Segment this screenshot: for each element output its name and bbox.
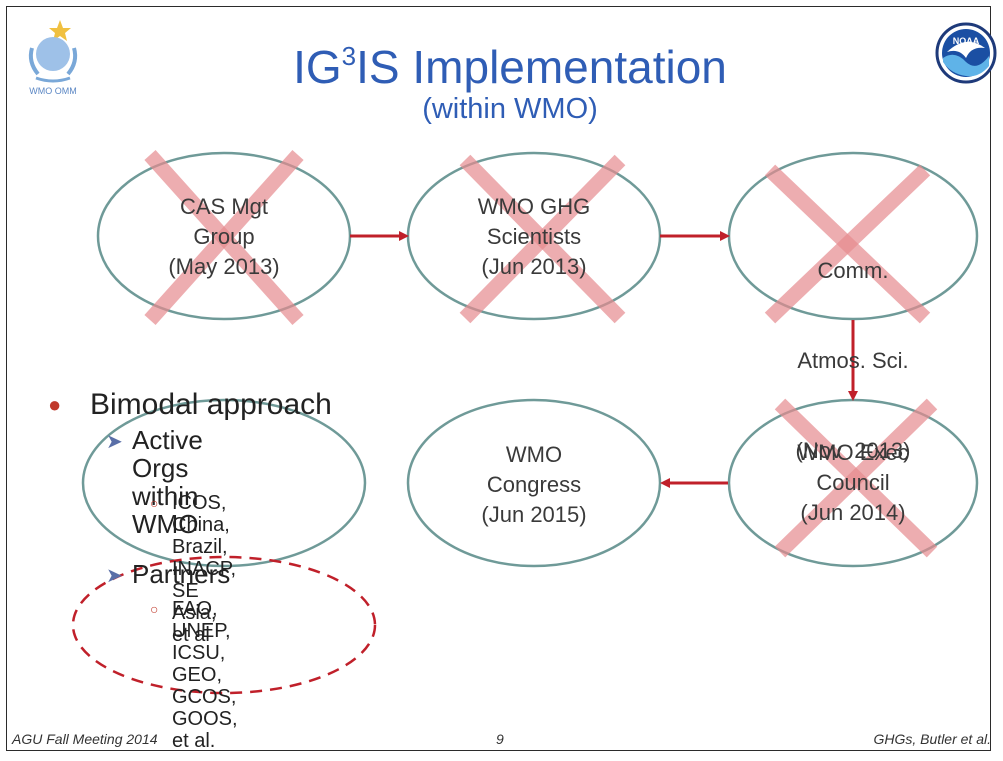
noaa-emblem-icon: NOAA [935,22,997,84]
partners-label: Partners [132,559,231,589]
footer-right: GHGs, Butler et al. [873,731,991,747]
circle-bullet-icon: ○ [150,495,159,511]
node-ghg-line-2: Scientists [486,224,582,249]
page-title: IG3IS Implementation [200,30,820,93]
footer-page-number: 9 [496,731,504,747]
node-congress-line-3: (Jun 2015) [481,502,587,527]
node-congress-line-2: Congress [486,472,582,497]
node-cas-label: CAS Mgt Group (May 2013) [124,192,324,282]
page-subtitle: (within WMO) [422,93,598,125]
active-orgs-item-3: SE Asia, et al [172,580,217,646]
cross-cas [144,149,304,326]
wmo-logo-text: WMO OMM [29,86,77,96]
partners-item-3: GCOS, GOOS, [172,686,238,730]
active-orgs-item-1: ICOS, China, [172,492,230,536]
node-exec-line-2: Council [816,470,890,495]
cross-exec [774,398,938,558]
active-orgs-item-2: Brazil, INACP, [172,536,237,580]
wmo-emblem-icon: WMO OMM [28,20,78,96]
circle-bullet-icon: ○ [150,601,159,617]
active-orgs-line-1: Active Orgs [132,425,203,483]
arrow-bullet-icon: ➤ [106,431,123,453]
noaa-logo: NOAA [935,22,997,84]
node-cas-line-3: (May 2013) [168,254,280,279]
partners-item-1: FAO, UNEP, [172,598,231,642]
node-congress-line-1: WMO [505,442,563,467]
title-part-a: IG [293,41,342,93]
wmo-logo: WMO OMM [18,18,88,98]
node-exec-label: WMO Exec Council (Jun 2014) [753,438,953,528]
cross-comm [764,164,931,324]
node-comm-line-3: (Nov 2013) [795,438,911,463]
node-congress-label: WMO Congress (Jun 2015) [434,440,634,530]
node-cas-line-2: Group [193,224,255,249]
node-exec-line-3: (Jun 2014) [800,500,906,525]
node-exec-line-1: WMO Exec [797,440,909,465]
active-orgs-line-2: within WMO [132,481,199,539]
partners-item-2: ICSU, GEO, [172,642,226,686]
node-ghg-line-1: WMO GHG [477,194,591,219]
node-comm-line-2: Atmos. Sci. [797,348,909,373]
footer-left: AGU Fall Meeting 2014 [12,731,158,747]
noaa-logo-text: NOAA [953,36,980,46]
partners-item-4: et al. [172,730,216,752]
active-orgs-ellipse [81,398,367,568]
bullet-active-orgs: ➤ Active Orgs within WMO [106,425,203,539]
bullet-main-text: Bimodal approach [90,388,332,421]
node-comm-label: Comm. Atmos. Sci. (Nov 2013) [753,196,953,526]
slide-border [6,6,991,751]
arrow-bullet-icon: ➤ [106,565,123,587]
bullet-dot-icon: ● [48,392,62,417]
active-orgs-list: ○ ICOS, China, Brazil, INACP, SE Asia, e… [150,492,237,646]
bullet-partners: ➤ Partners [106,559,231,589]
node-ghg-label: WMO GHG Scientists (Jun 2013) [434,192,634,282]
cross-ghg [459,154,626,324]
node-comm-line-1: Comm. [817,258,889,283]
node-ghg-line-3: (Jun 2013) [481,254,587,279]
title-part-b: IS Implementation [356,41,727,93]
title-superscript: 3 [341,41,357,71]
partners-list: ○ FAO, UNEP, ICSU, GEO, GCOS, GOOS, et a… [150,598,238,752]
partners-dashed-ellipse [71,555,377,695]
node-cas-line-1: CAS Mgt [179,194,269,219]
